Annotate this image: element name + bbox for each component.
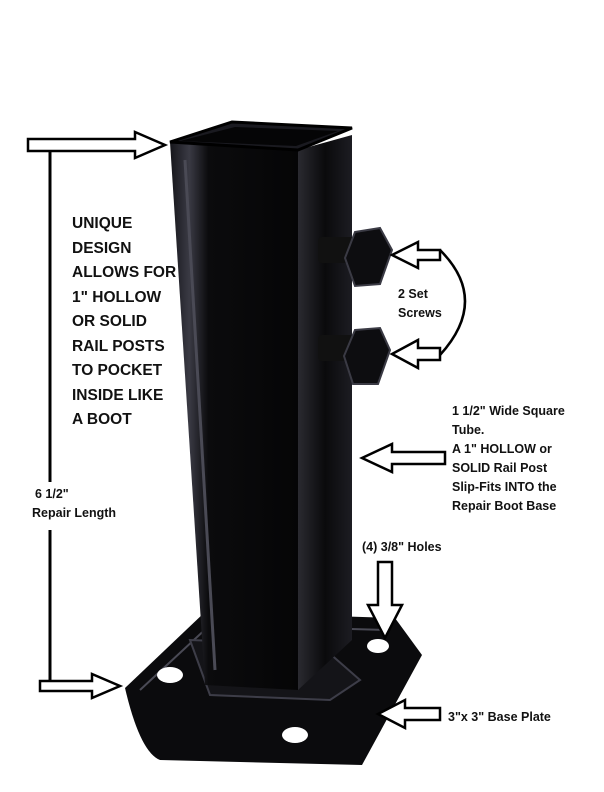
set-screws-line: Screws bbox=[398, 306, 442, 320]
set-screws-line: 2 Set bbox=[398, 287, 428, 301]
arrow-left-icon bbox=[389, 239, 442, 271]
design-note-line: 1" HOLLOW bbox=[72, 288, 162, 306]
design-note-line: A BOOT bbox=[72, 411, 132, 428]
length-value: 6 1/2" bbox=[35, 487, 69, 501]
arrow-left-icon bbox=[359, 442, 447, 474]
arrow-left-icon bbox=[389, 337, 442, 371]
tube-note: 1 1/2" Wide Square Tube. A 1" HOLLOW or … bbox=[452, 402, 565, 516]
tube-note-line: 1 1/2" Wide Square bbox=[452, 404, 565, 418]
mounting-hole bbox=[282, 727, 308, 743]
tube-note-line: Tube. bbox=[452, 423, 485, 437]
design-note-line: TO POCKET bbox=[72, 362, 163, 379]
length-label: 6 1/2" Repair Length bbox=[32, 485, 116, 523]
design-note-line: UNIQUE bbox=[72, 215, 133, 232]
arrow-right-icon bbox=[38, 672, 124, 700]
mounting-hole bbox=[157, 667, 183, 683]
tube-note-line: Repair Boot Base bbox=[452, 499, 557, 513]
length-caption: Repair Length bbox=[32, 506, 117, 520]
design-note-line: ALLOWS FOR bbox=[72, 264, 177, 281]
set-screw-lower bbox=[318, 326, 392, 385]
design-note-line: OR SOLID bbox=[72, 313, 147, 330]
holes-label: (4) 3/8" Holes bbox=[362, 540, 442, 554]
square-tube-front bbox=[170, 142, 298, 690]
arrow-right-icon bbox=[26, 130, 169, 160]
set-screw-upper bbox=[318, 226, 394, 288]
design-note-line: INSIDE LIKE bbox=[72, 386, 164, 404]
square-tube-side bbox=[298, 135, 352, 690]
design-note-line: DESIGN bbox=[72, 239, 132, 257]
design-note-line: RAIL POSTS bbox=[72, 337, 165, 355]
mounting-hole bbox=[367, 639, 389, 653]
tube-note-line: A 1" HOLLOW or bbox=[452, 442, 552, 456]
arrow-left-icon bbox=[375, 697, 442, 731]
tube-note-line: Slip-Fits INTO the bbox=[452, 480, 557, 494]
base-plate-label: 3"x 3" Base Plate bbox=[448, 710, 551, 724]
screws-bracket bbox=[439, 249, 467, 356]
arrow-down-icon bbox=[365, 560, 405, 641]
tube-note-line: SOLID Rail Post bbox=[452, 461, 548, 475]
design-note: UNIQUE DESIGN ALLOWS FOR 1" HOLLOW OR SO… bbox=[72, 212, 176, 433]
set-screws-label: 2 Set Screws bbox=[398, 285, 442, 323]
